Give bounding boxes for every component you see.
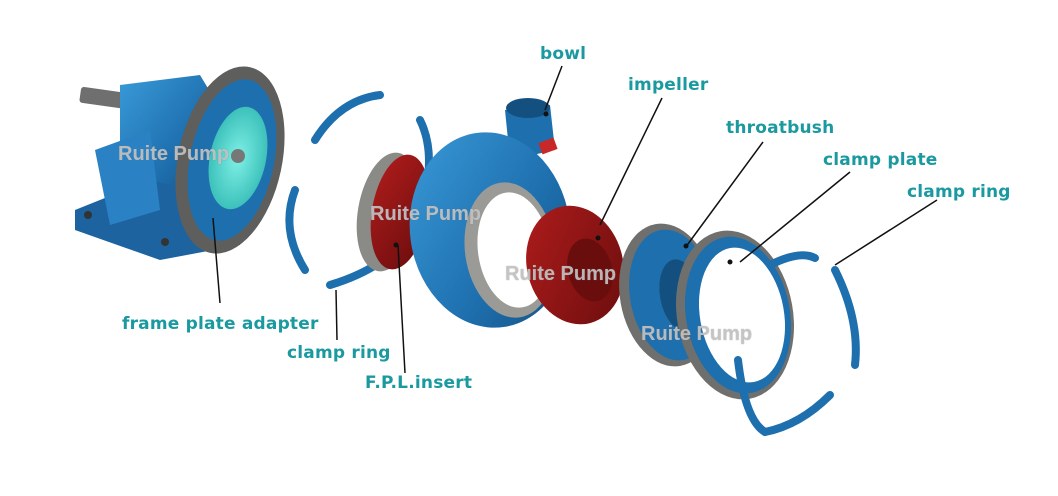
leader-line-throatbush bbox=[684, 141, 764, 249]
watermark-text: Ruite Pump bbox=[641, 323, 753, 345]
watermark-text: Ruite Pump bbox=[505, 263, 617, 285]
frame-plate-adapter-part bbox=[75, 66, 285, 260]
leader-line-clamp-ring-right bbox=[834, 199, 938, 266]
label-fpl-insert: F.P.L.insert bbox=[365, 373, 473, 393]
label-clamp-ring-right: clamp ring bbox=[907, 182, 1011, 202]
label-bowl: bowl bbox=[540, 44, 587, 64]
label-clamp-ring-left: clamp ring bbox=[287, 343, 391, 363]
label-impeller: impeller bbox=[628, 75, 709, 95]
leader-line-frame-plate-adapter bbox=[212, 217, 221, 304]
leader-line-impeller bbox=[599, 97, 663, 226]
label-frame-plate-adapter: frame plate adapter bbox=[122, 314, 319, 334]
leader-line-fpl-insert bbox=[397, 244, 406, 374]
leader-line-bowl bbox=[544, 65, 563, 111]
clamp-ring-right-part bbox=[734, 251, 860, 436]
impeller-part bbox=[526, 205, 624, 325]
leader-line-clamp-plate bbox=[739, 171, 851, 263]
leader-line-clamp-ring-left bbox=[335, 289, 338, 341]
leader-lines bbox=[212, 65, 938, 374]
watermark-text: Ruite Pump bbox=[118, 143, 230, 165]
label-clamp-plate: clamp plate bbox=[823, 150, 938, 170]
label-throatbush: throatbush bbox=[726, 118, 835, 138]
watermark-text: Ruite Pump bbox=[370, 203, 482, 225]
clamp-plate-part bbox=[676, 230, 794, 400]
